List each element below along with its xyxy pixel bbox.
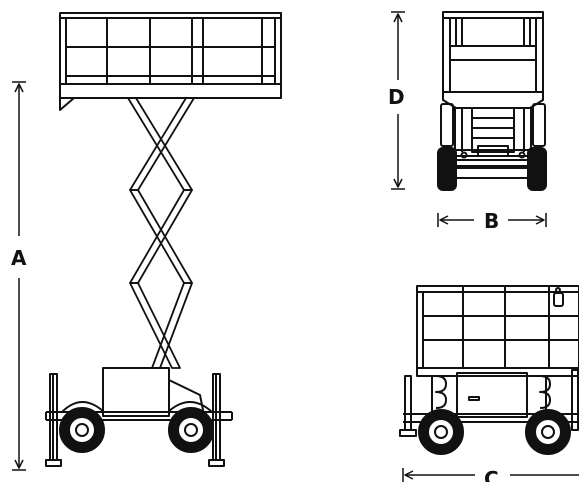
- side-view-stowed-lift: [399, 285, 579, 455]
- front-wheel-right: [527, 103, 547, 191]
- outriggers: [45, 373, 225, 467]
- stowed-outriggers: [399, 369, 579, 437]
- stowed-wheel-right: [525, 409, 571, 455]
- stowed-scissor-stack: [431, 375, 551, 412]
- front-body: [451, 107, 535, 169]
- side-view-extended-lift: [45, 12, 282, 467]
- platform-guardrail: [59, 12, 282, 85]
- dimension-label-d: D: [388, 85, 405, 109]
- platform-deck: [59, 83, 282, 111]
- stowed-wheel-left: [418, 409, 464, 455]
- dimension-a-line: [12, 81, 26, 471]
- stowed-chassis-body: [456, 372, 528, 418]
- front-view-stowed-lift: [437, 11, 547, 191]
- stowed-guardrail: [416, 285, 579, 369]
- dimension-label-c: C: [484, 467, 499, 482]
- scissor-arms: [127, 97, 195, 369]
- front-wheel-left: [437, 103, 457, 191]
- wheel-rear: [168, 407, 214, 453]
- dimension-label-a: A: [11, 246, 27, 270]
- dimension-d-line: [391, 11, 405, 190]
- dimension-label-b: B: [484, 209, 499, 233]
- dimension-c-line: [402, 468, 579, 482]
- wheel-front: [59, 407, 105, 453]
- front-guardrail: [442, 11, 544, 93]
- dimension-b-line: [437, 213, 547, 227]
